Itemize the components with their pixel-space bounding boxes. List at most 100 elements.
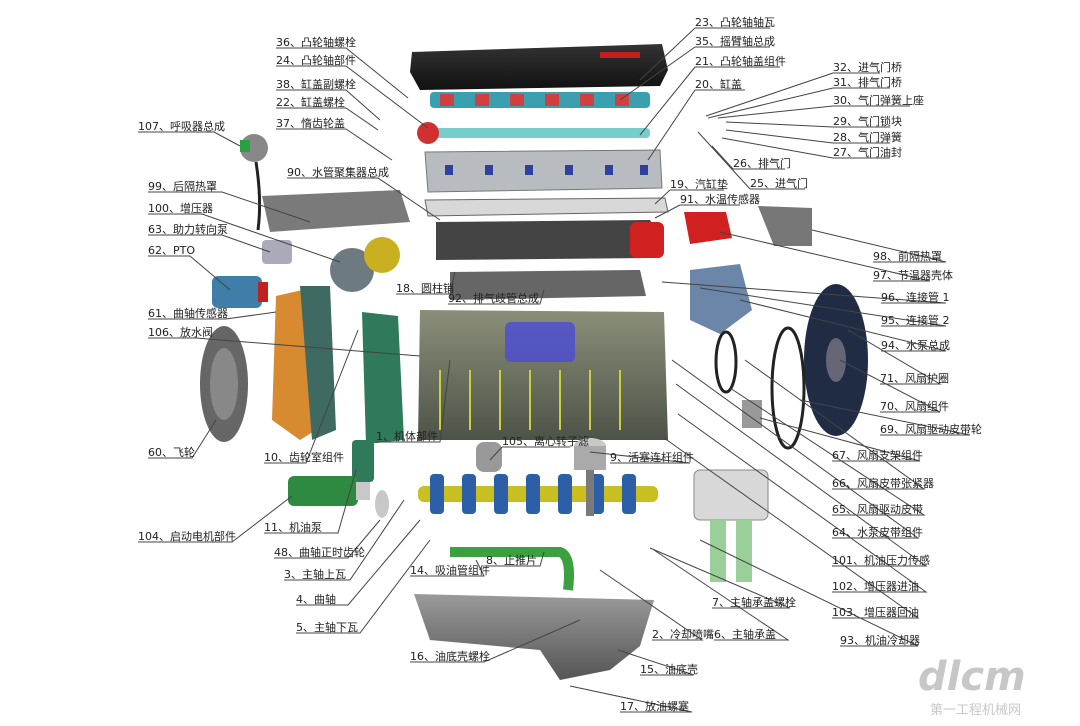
rear-heat-shield-part: [262, 190, 410, 232]
label-10: 10、齿轮室组件: [264, 450, 344, 464]
head-ports-part: [445, 165, 648, 175]
label-1: 1、机体部件: [376, 429, 438, 443]
label-94: 94、水泵总成: [881, 338, 950, 352]
exhaust-manifold-part: [450, 270, 646, 300]
label-103: 103、增压器回油: [832, 605, 919, 619]
label-27: 27、气门油封: [833, 145, 902, 159]
cylinder-head-part: [424, 149, 663, 193]
oil-pickup-part: [450, 547, 574, 591]
label-4: 4、曲轴: [296, 592, 336, 606]
starter-motor-part: [288, 476, 370, 506]
water-manifold-part: [436, 220, 664, 260]
engine-block-part: [418, 310, 668, 440]
label-30: 30、气门弹簧上座: [833, 93, 924, 107]
label-26: 26、排气门: [733, 156, 791, 170]
label-69: 69、风扇驱动皮带轮: [880, 422, 982, 436]
fan-bracket-part: [742, 400, 762, 428]
label-70: 70、风扇组件: [880, 399, 949, 413]
label-6: 6、主轴承盖: [714, 627, 776, 641]
label-107: 107、呼吸器总成: [138, 119, 225, 133]
label-8: 8、止推片: [486, 553, 537, 567]
label-102: 102、增压器进油: [832, 579, 919, 593]
label-15: 15、油底壳: [640, 662, 698, 676]
valve-cover-logo-part: [600, 52, 640, 58]
head-gasket-part: [424, 197, 669, 217]
breather-part: [240, 134, 268, 231]
watermark: dlcm 第一工程机械网: [918, 654, 1026, 718]
gear-housing-cover-part: [300, 286, 336, 440]
parts-layer: [200, 44, 868, 680]
timing-cover-part: [362, 312, 404, 444]
label-101: 101、机油压力传感: [832, 553, 930, 567]
camshaft-part: [430, 128, 650, 138]
label-11: 11、机油泵: [264, 520, 322, 534]
label-5: 5、主轴下瓦: [296, 620, 358, 634]
label-37: 37、惰齿轮盖: [276, 116, 345, 130]
camshaft-gear-part: [417, 122, 439, 144]
label-35: 35、摇臂轴总成: [695, 34, 775, 48]
oil-pump-part: [352, 440, 374, 482]
block-window-part: [505, 322, 575, 362]
water-pump-belt-part: [714, 330, 738, 394]
label-24: 24、凸轮轴部件: [276, 53, 356, 67]
fan-belt-part: [770, 326, 806, 450]
centrifugal-filter-part: [476, 442, 502, 472]
label-90: 90、水管聚集器总成: [287, 165, 389, 179]
label-18: 18、圆柱销: [396, 281, 454, 295]
label-31: 31、排气门桥: [833, 75, 902, 89]
fan-part: [804, 284, 868, 436]
label-61: 61、曲轴传感器: [148, 306, 228, 320]
label-60: 60、飞轮: [148, 445, 195, 459]
crankshaft-part: [418, 474, 658, 514]
thermostat-housing-part: [684, 212, 732, 244]
piston-part: [574, 438, 606, 516]
label-63: 63、助力转向泵: [148, 222, 228, 236]
label-23: 23、凸轮轴轴瓦: [695, 15, 775, 29]
crank-timing-gear-part: [375, 490, 389, 518]
label-92: 92、排气歧管总成: [448, 291, 539, 305]
label-65: 65、风扇驱动皮带: [832, 502, 923, 516]
label-32: 32、进气门桥: [833, 60, 902, 74]
label-91: 91、水温传感器: [680, 193, 760, 206]
valve-cover-part: [410, 44, 668, 90]
label-96: 96、连接管 1: [881, 290, 950, 304]
label-67: 67、风扇支架组件: [832, 448, 923, 462]
label-21: 21、凸轮轴盖组件: [695, 54, 786, 68]
watermark-logo: dlcm: [918, 654, 1026, 700]
label-98: 98、前隔热罩: [873, 249, 942, 263]
label-95: 95、连接管 2: [881, 313, 950, 327]
label-3: 3、主轴上瓦: [284, 567, 346, 581]
flywheel-part: [200, 326, 248, 442]
labels-layer: 23、凸轮轴轴瓦 35、摇臂轴总成 36、凸轮轴螺栓 24、凸轮轴部件 21、凸…: [138, 15, 982, 713]
label-97: 97、节温器壳体: [873, 268, 953, 282]
label-71: 71、风扇护圈: [880, 371, 949, 385]
water-outlet-part: [630, 222, 664, 258]
label-93: 93、机油冷却器: [840, 633, 920, 647]
power-steering-pump-part: [262, 240, 292, 264]
turbocharger-part: [330, 237, 400, 292]
label-104: 104、启动电机部件: [138, 529, 236, 543]
label-62: 62、PTO: [148, 244, 195, 257]
label-100: 100、增压器: [148, 201, 213, 215]
label-29: 29、气门锁块: [833, 114, 902, 128]
label-48: 48、曲轴正时齿轮: [274, 545, 365, 559]
label-64: 64、水泵皮带组件: [832, 525, 923, 539]
label-19: 19、汽缸垫: [670, 177, 728, 191]
oil-cooler-part: [693, 469, 769, 582]
label-14: 14、吸油管组件: [410, 563, 490, 577]
label-9: 9、活塞连杆组件: [610, 450, 694, 464]
leader-lines: [138, 27, 971, 713]
watermark-site: 第一工程机械网: [930, 703, 1021, 718]
water-pump-part: [690, 264, 752, 334]
oil-pan-part: [414, 594, 654, 680]
block-ribs-part: [439, 370, 621, 430]
label-106: 106、放水阀: [148, 325, 213, 339]
label-36: 36、凸轮轴螺栓: [276, 35, 356, 49]
label-20: 20、缸盖: [695, 77, 742, 91]
label-38: 38、缸盖副螺栓: [276, 77, 356, 91]
label-17: 17、放油螺塞: [620, 699, 689, 713]
label-2: 2、冷却喷嘴: [652, 628, 714, 641]
front-heat-shield-part: [758, 206, 812, 246]
label-105: 105、离心转子滤: [502, 434, 589, 448]
